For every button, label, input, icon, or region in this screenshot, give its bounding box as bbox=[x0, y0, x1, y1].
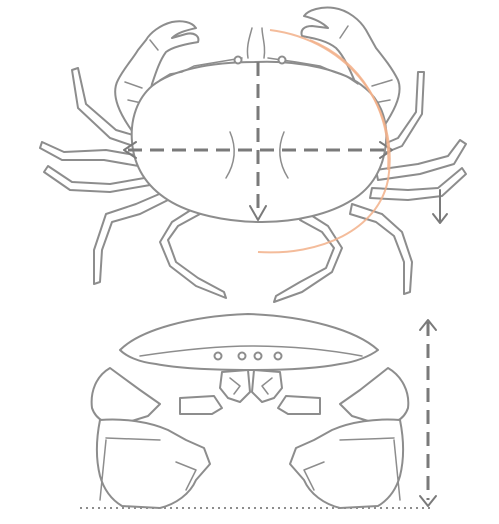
crab-frontal-view bbox=[80, 312, 496, 509]
right-eye bbox=[277, 55, 287, 65]
frontal-right-claw bbox=[277, 367, 410, 509]
curvature-arc bbox=[257, 29, 391, 254]
down-arrow-icon bbox=[432, 189, 448, 224]
left-walking-legs bbox=[39, 67, 227, 299]
right-walking-legs bbox=[273, 71, 467, 303]
carapace-edge-left bbox=[159, 57, 243, 81]
frontal-carapace bbox=[119, 313, 379, 371]
width-arrow-right bbox=[379, 141, 393, 159]
frontal-right-leg bbox=[393, 439, 401, 501]
right-antenna bbox=[261, 27, 266, 59]
length-arrow-bottom bbox=[249, 205, 267, 221]
mouth-parts bbox=[219, 369, 283, 403]
width-arrow-left bbox=[123, 141, 137, 159]
right-groove bbox=[279, 131, 289, 179]
frontal-left-leg bbox=[99, 439, 107, 501]
height-arrow-bottom bbox=[419, 495, 437, 507]
height-arrow-top bbox=[419, 319, 437, 331]
curvature-arc-inner bbox=[309, 39, 390, 171]
left-antenna bbox=[246, 27, 253, 59]
crab-dorsal-view bbox=[39, 6, 467, 303]
left-groove bbox=[225, 131, 235, 179]
frontal-eyes bbox=[213, 351, 283, 361]
frontal-left-claw bbox=[90, 367, 223, 509]
carapace-rim bbox=[139, 345, 363, 357]
left-eye bbox=[233, 55, 243, 65]
